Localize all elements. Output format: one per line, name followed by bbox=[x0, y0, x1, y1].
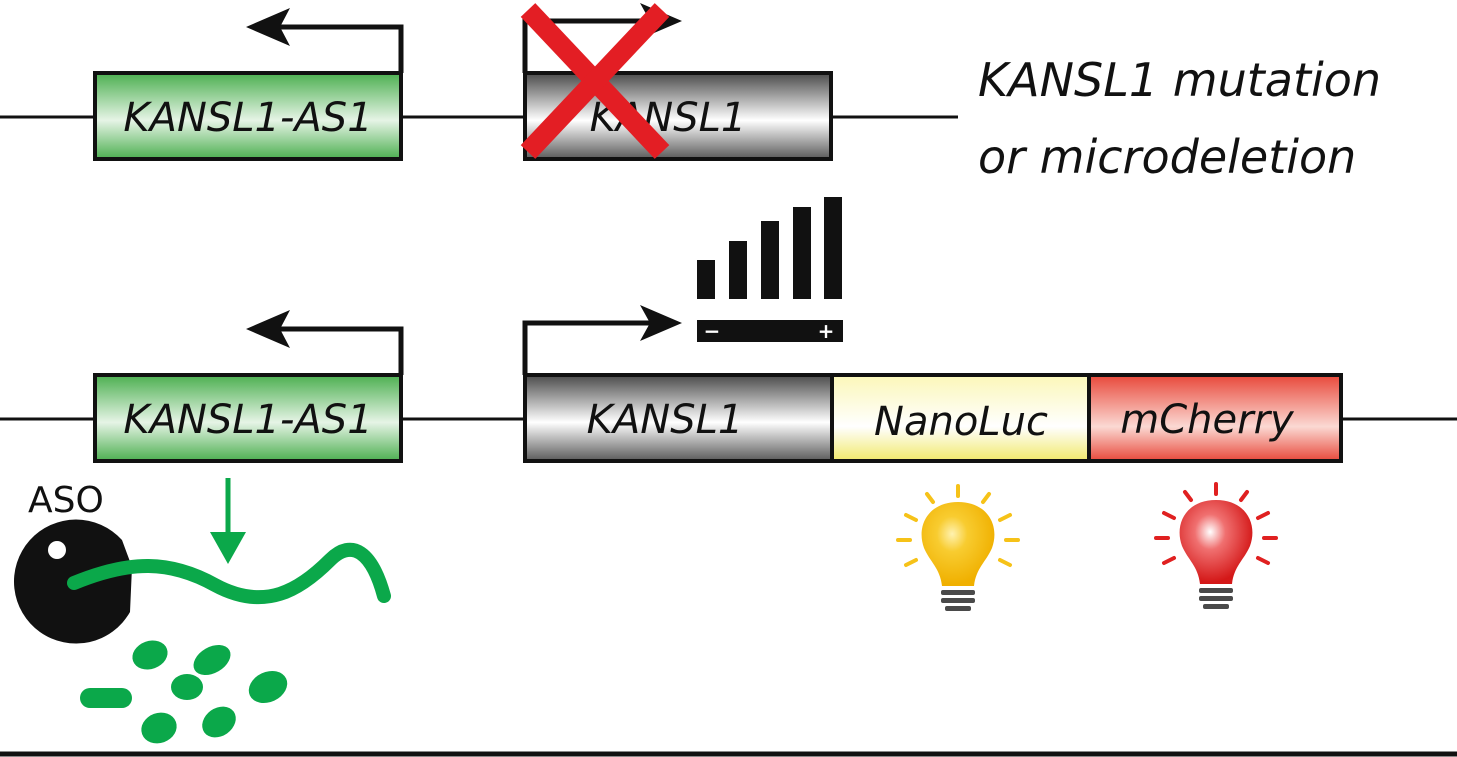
meter-minus: − bbox=[704, 319, 721, 343]
bottom-antisense-box bbox=[93, 373, 403, 463]
reverse-arrow-icon bbox=[246, 8, 404, 73]
top-antisense-label: KANSL1-AS1 bbox=[123, 95, 372, 141]
nanoluc-box bbox=[830, 373, 1091, 463]
note-line-2: or microdeletion bbox=[978, 130, 1356, 184]
reverse-arrow-icon bbox=[246, 310, 404, 375]
down-arrow-icon bbox=[210, 478, 246, 564]
note-line-1: KANSL1 mutation bbox=[978, 53, 1381, 107]
mcherry-label: mCherry bbox=[1120, 397, 1295, 443]
aso-label: ASO bbox=[28, 480, 104, 521]
bottom-gene-label: KANSL1 bbox=[587, 397, 744, 443]
bottom-antisense-label: KANSL1-AS1 bbox=[123, 397, 372, 443]
meter-plus: + bbox=[818, 319, 835, 343]
top-row: KANSL1-AS1 KANSL1 KANSL1 mutation or mic… bbox=[0, 3, 1381, 184]
forward-arrow-icon bbox=[522, 305, 682, 375]
rna-fragments-icon bbox=[80, 640, 288, 744]
lightbulb-icon bbox=[1154, 482, 1278, 609]
rna-strand-icon bbox=[67, 542, 391, 605]
bottom-gene-box bbox=[523, 373, 834, 463]
pacman-eye bbox=[48, 541, 66, 559]
bottom-row: KANSL1-AS1 KANSL1 NanoLuc mCherry − + bbox=[0, 197, 1457, 744]
signal-meter-icon: − + bbox=[697, 197, 843, 343]
nanoluc-label: NanoLuc bbox=[874, 399, 1048, 445]
cross-icon bbox=[520, 3, 670, 159]
lightbulb-icon bbox=[896, 484, 1020, 611]
top-antisense-box bbox=[93, 71, 403, 161]
mcherry-box bbox=[1087, 373, 1343, 463]
